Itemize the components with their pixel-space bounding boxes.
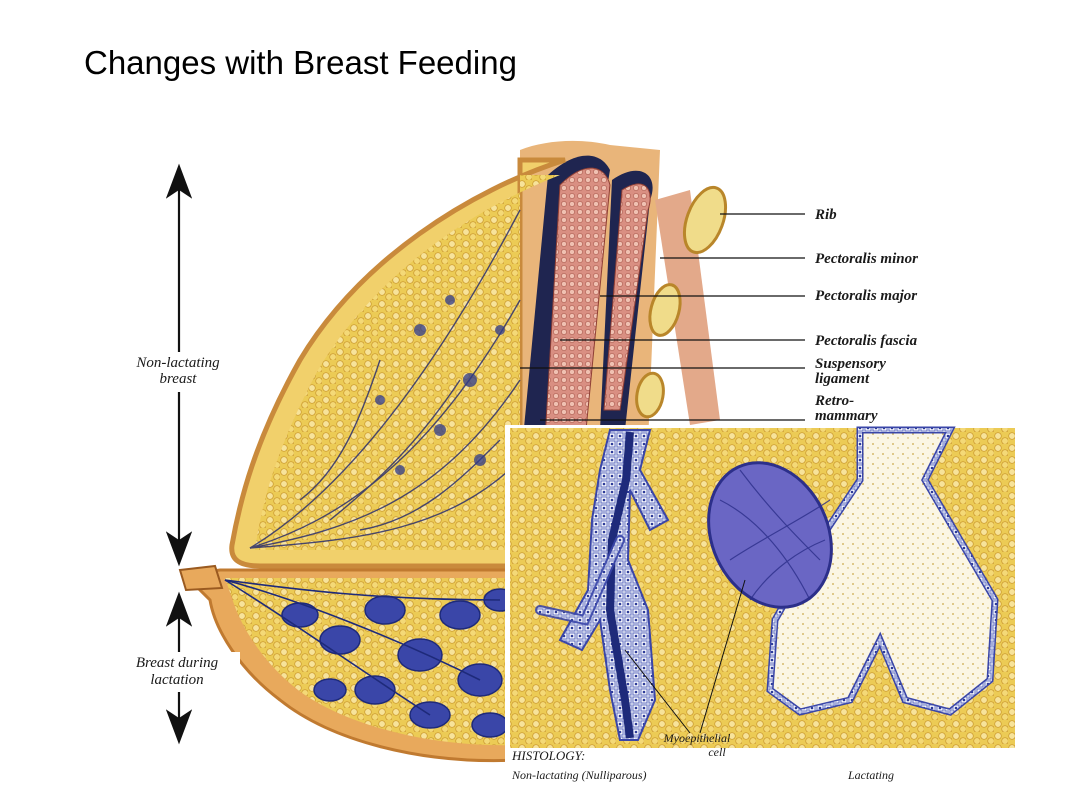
myoepithelial-label-1: Myoepithelial bbox=[663, 731, 731, 745]
lactation-label-1: Breast during bbox=[136, 655, 219, 671]
histology-heading: HISTOLOGY: bbox=[511, 748, 585, 763]
label-pectoralis-fascia: Pectoralis fascia bbox=[815, 333, 918, 349]
nonlactating-label-2: breast bbox=[160, 371, 198, 387]
label-retro-2: mammary bbox=[815, 408, 878, 424]
histology-lactating-label: Lactating bbox=[847, 768, 894, 782]
histology-inset: Myoepithelial cell HISTOLOGY: Non-lactat… bbox=[505, 425, 1017, 797]
lactating-alveoli bbox=[707, 426, 999, 716]
nonlactating-label-1: Non-lactating bbox=[135, 355, 220, 371]
myoepithelial-label-2: cell bbox=[708, 745, 726, 759]
lactating-breast bbox=[178, 564, 522, 763]
label-pectoralis-minor: Pectoralis minor bbox=[815, 251, 918, 267]
label-suspensory-1: Suspensory bbox=[815, 356, 886, 372]
label-suspensory-2: ligament bbox=[815, 371, 870, 387]
leader-lines bbox=[520, 213, 805, 421]
label-retro-1: Retro- bbox=[814, 393, 854, 409]
rib-3 bbox=[635, 371, 665, 419]
nipple bbox=[178, 564, 224, 592]
nonlactating-duct bbox=[535, 429, 670, 741]
rib-1 bbox=[682, 185, 728, 255]
label-pectoralis-major: Pectoralis major bbox=[815, 288, 917, 304]
slide-title: Changes with Breast Feeding bbox=[84, 44, 517, 81]
lactation-label-2: lactation bbox=[150, 672, 203, 688]
myoepithelial-alveolus bbox=[707, 461, 833, 609]
nonlactating-breast bbox=[229, 157, 566, 569]
histology-nonlactating-label: Non-lactating (Nulliparous) bbox=[511, 768, 647, 782]
label-rib: Rib bbox=[814, 207, 837, 223]
rib-2 bbox=[648, 283, 682, 337]
